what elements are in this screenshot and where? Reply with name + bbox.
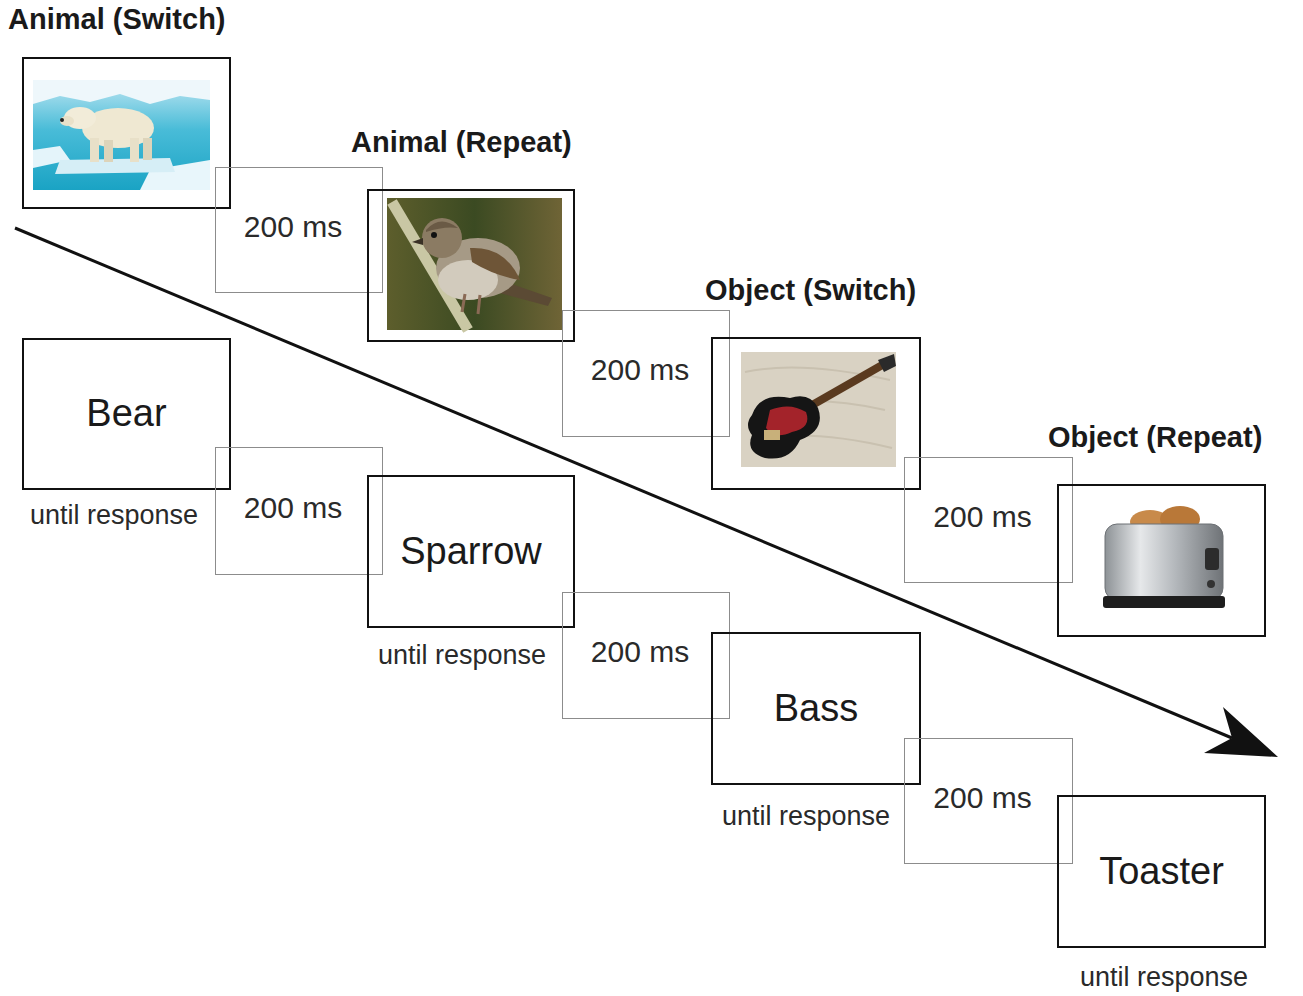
timeline-arrow: [15, 228, 1278, 757]
blank-interval-box: 200 ms: [904, 738, 1073, 864]
blank-interval-box: 200 ms: [562, 310, 730, 437]
condition-heading: Object (Repeat): [1048, 421, 1262, 454]
blank-interval-box: 200 ms: [904, 457, 1073, 583]
target-word: Bear: [86, 392, 166, 436]
duration-note: until response: [1080, 962, 1248, 993]
bird-head: [422, 218, 462, 258]
condition-heading: Animal (Repeat): [351, 126, 572, 159]
interval-label: 200 ms: [591, 353, 689, 388]
toaster-base: [1103, 596, 1225, 608]
stimulus-picture-frame: Animal (Repeat): [367, 189, 575, 342]
blank-interval-box: 200 ms: [562, 592, 730, 719]
bird-wing: [470, 248, 520, 280]
sparrow-picture: [387, 198, 562, 330]
duration-note: until response: [722, 801, 890, 832]
response-word-box: Bassuntil response: [711, 632, 921, 785]
background: [387, 198, 562, 330]
response-word-box: Sparrowuntil response: [367, 475, 575, 628]
toaster-picture: [1103, 506, 1225, 608]
interval-label: 200 ms: [933, 781, 1031, 816]
ice-floe: [33, 80, 210, 104]
bear-snout: [60, 116, 74, 126]
bird-leg: [478, 295, 480, 314]
duration-note: until response: [30, 500, 198, 531]
stimulus-picture-frame: Object (Repeat): [1057, 484, 1266, 637]
water: [33, 80, 210, 190]
interval-label: 200 ms: [591, 635, 689, 670]
timeline-line: [15, 228, 1232, 738]
target-word: Bass: [774, 687, 858, 731]
bird-eye: [431, 232, 437, 238]
bird-beak: [412, 238, 423, 245]
bear-leg: [130, 138, 139, 162]
bear-nose: [60, 118, 64, 122]
toaster-lever: [1205, 548, 1219, 570]
duration-note: until response: [378, 640, 546, 671]
bridge: [764, 430, 780, 440]
background: [741, 352, 896, 467]
polar-bear-picture: [33, 80, 210, 190]
stimulus-picture-frame: Animal (Switch): [22, 57, 231, 209]
toaster-knob: [1207, 580, 1215, 588]
condition-heading: Object (Switch): [705, 274, 916, 307]
bear-leg: [104, 140, 113, 162]
toaster-body: [1105, 524, 1223, 600]
ice-floe: [55, 158, 175, 174]
blank-interval-box: 200 ms: [215, 167, 383, 293]
blank-interval-box: 200 ms: [215, 447, 383, 575]
response-word-box: Toasteruntil response: [1057, 795, 1266, 948]
bird-leg: [462, 294, 465, 312]
guitar-body: [748, 396, 820, 458]
interval-label: 200 ms: [244, 210, 342, 245]
condition-heading: Animal (Switch): [8, 3, 226, 36]
bear-leg: [90, 138, 99, 162]
bear-leg: [143, 138, 152, 160]
response-word-box: Bearuntil response: [22, 338, 231, 490]
interval-label: 200 ms: [244, 491, 342, 526]
guitar-headstock: [878, 354, 896, 372]
target-word: Sparrow: [400, 530, 542, 574]
target-word: Toaster: [1099, 850, 1224, 894]
interval-label: 200 ms: [933, 500, 1031, 535]
stimulus-picture-frame: Object (Switch): [711, 337, 921, 490]
bass-guitar-picture: [741, 352, 896, 467]
arrow-head: [1204, 707, 1278, 757]
bird-crown: [426, 221, 458, 232]
